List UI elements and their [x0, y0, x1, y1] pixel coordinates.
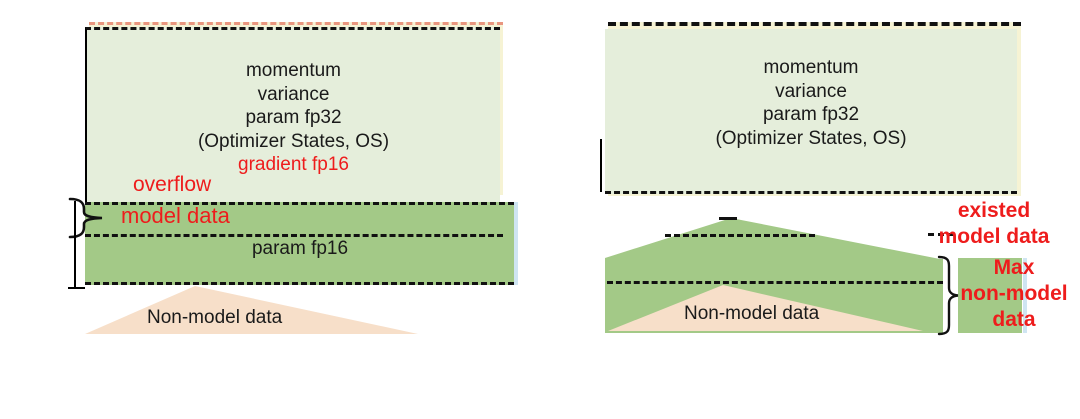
max-line-3: data [992, 308, 1036, 331]
existed-level-dash [928, 233, 954, 236]
overflow-label: overflow [133, 173, 212, 196]
os-line-variance: variance [257, 83, 330, 105]
os-line-momentum: momentum [245, 60, 342, 81]
right-non-model-triangle: Non-model data [608, 285, 923, 332]
mound-dashed-line [665, 234, 815, 237]
os-line-variance: variance [775, 80, 847, 102]
model-data-label: model data [121, 203, 230, 228]
max-non-model-data-label: Max non-model data [948, 255, 1080, 333]
left-model-data-divider-dash [85, 234, 503, 237]
os-line-param-fp32: param fp32 [245, 107, 342, 128]
left-model-data-box-edge [514, 202, 518, 285]
max-non-model-box-edge [1023, 258, 1027, 333]
left-non-model-label: Non-model data [147, 307, 283, 328]
os-line-momentum: momentum [763, 57, 859, 78]
left-optimizer-states-box: momentum variance param fp32 (Optimizer … [85, 27, 500, 205]
existed-line-2: model data [938, 225, 1050, 248]
left-brace-icon [61, 197, 107, 239]
right-optimizer-states-text: momentum variance param fp32 (Optimizer … [605, 56, 1017, 150]
max-line-1: Max [993, 256, 1035, 279]
os-line-optimizer-states: (Optimizer States, OS) [715, 127, 907, 149]
left-extent-tick [68, 287, 85, 289]
gradient-fp16-label: gradient fp16 [238, 154, 349, 175]
max-non-model-box [958, 258, 1022, 333]
left-optimizer-states-text: momentum variance param fp32 (Optimizer … [87, 59, 500, 177]
left-non-model-triangle: Non-model data [85, 286, 418, 334]
right-optimizer-states-box: momentum variance param fp32 (Optimizer … [605, 29, 1017, 194]
left-model-data-box [85, 202, 514, 285]
right-brace-icon [937, 255, 961, 336]
mound-peak-dash [719, 217, 737, 220]
param-fp16-label: param fp16 [251, 238, 349, 259]
right-non-model-label: Non-model data [684, 303, 820, 324]
max-line-2: non-model [960, 282, 1068, 305]
os-line-optimizer-states: (Optimizer States, OS) [197, 130, 390, 152]
existed-model-data-label: existed model data [933, 198, 1055, 250]
existed-line-1: existed [957, 199, 1031, 222]
left-extent-line [74, 201, 76, 289]
os-line-param-fp32: param fp32 [762, 104, 860, 125]
right-body-dashed-line [607, 281, 943, 284]
right-box-left-tick [600, 139, 602, 192]
